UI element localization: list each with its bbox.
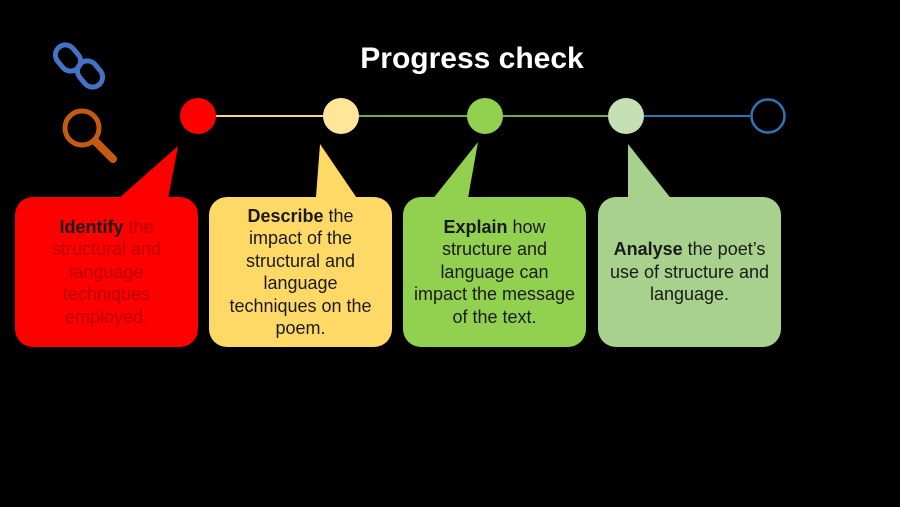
timeline-dot-explain bbox=[467, 98, 503, 134]
step-description: the poet’s use of structure and language… bbox=[609, 239, 770, 305]
callout-pointer-explain bbox=[420, 142, 478, 215]
page-title: Progress check bbox=[360, 42, 584, 75]
step-card-explain: Explain how structure and language can i… bbox=[403, 197, 586, 347]
search-icon bbox=[62, 108, 117, 163]
step-keyword: Identify bbox=[59, 216, 124, 237]
step-description: the impact of the structural and languag… bbox=[229, 205, 372, 339]
step-card-analyse: Analyse the poet’s use of structure and … bbox=[598, 197, 781, 347]
callout-pointer-analyse bbox=[628, 144, 680, 210]
step-keyword: Describe bbox=[247, 205, 324, 226]
step-keyword: Explain bbox=[443, 216, 508, 237]
step-card-identify: Identify the structural and language tec… bbox=[15, 197, 198, 347]
timeline-dot-goal bbox=[750, 98, 786, 134]
timeline-dot-identify bbox=[180, 98, 216, 134]
step-description: how structure and language can impact th… bbox=[413, 216, 576, 327]
link-icon bbox=[52, 42, 106, 90]
step-description: the structural and language techniques e… bbox=[51, 216, 162, 327]
timeline-dot-describe bbox=[323, 98, 359, 134]
timeline-dot-analyse bbox=[608, 98, 644, 134]
step-card-describe: Describe the impact of the structural an… bbox=[209, 197, 392, 347]
step-keyword: Analyse bbox=[613, 239, 683, 260]
callout-pointer-describe bbox=[315, 144, 365, 210]
